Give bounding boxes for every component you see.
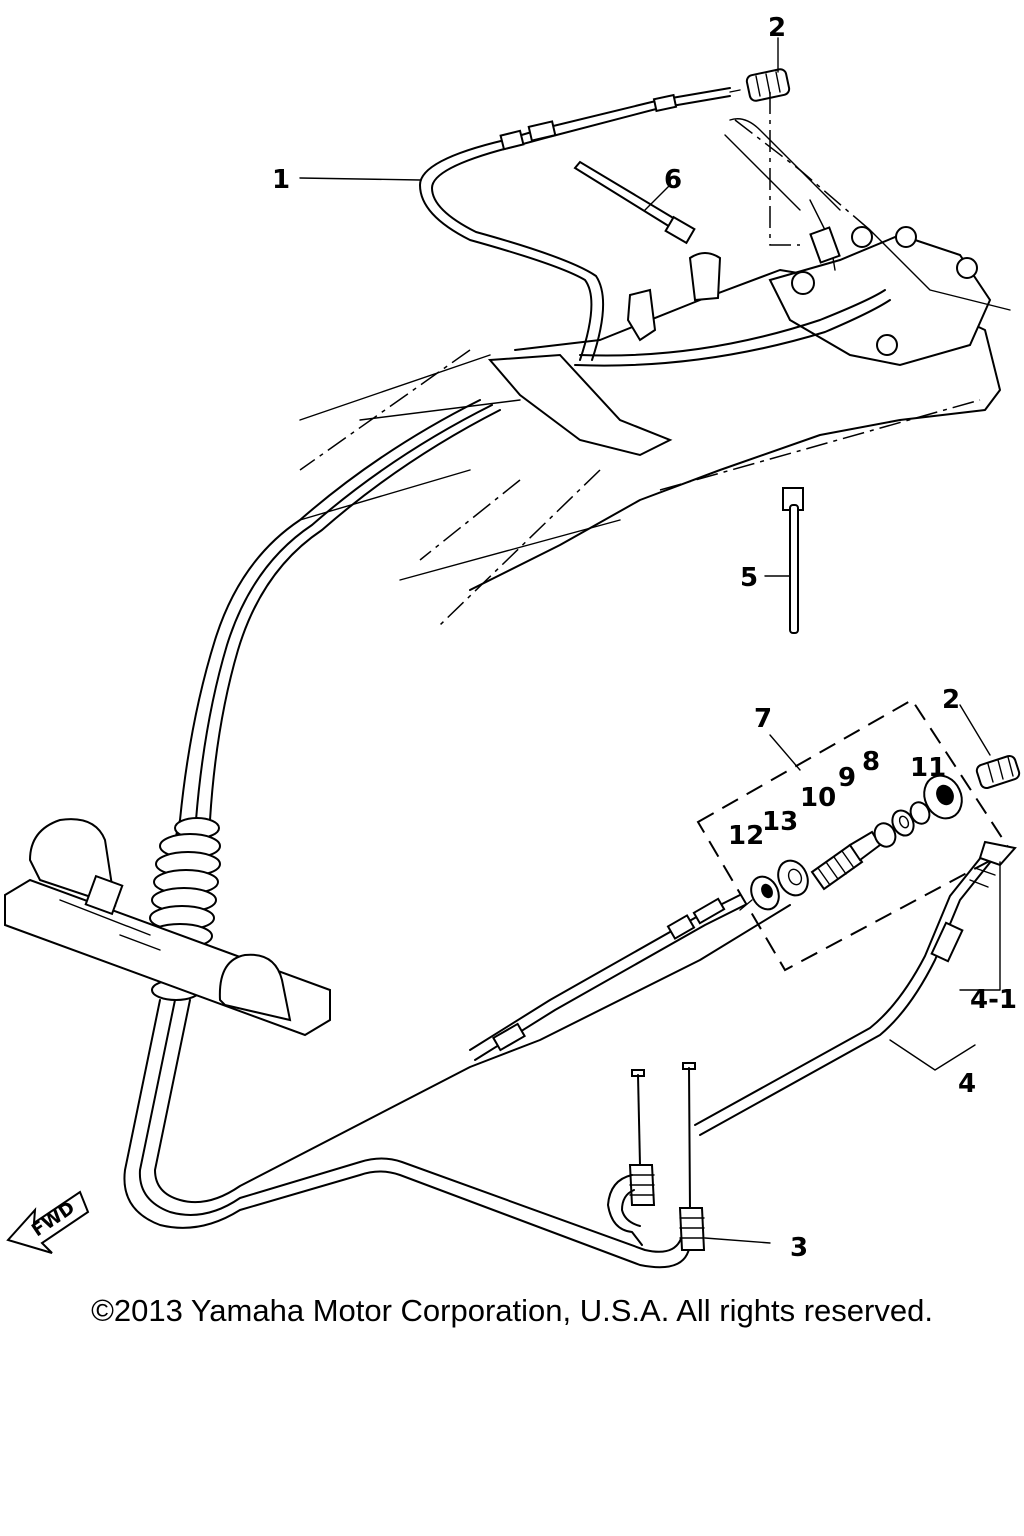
callout-2-lower: 2 <box>942 685 960 715</box>
callout-3: 3 <box>790 1233 808 1263</box>
callout-13: 13 <box>762 807 798 837</box>
nipple-2-lower <box>975 754 1021 790</box>
cable-bundle <box>123 399 791 1269</box>
callout-11: 11 <box>910 753 946 783</box>
cable-4 <box>694 840 1017 1136</box>
callout-5: 5 <box>740 563 758 593</box>
leader-1 <box>299 177 421 181</box>
leader-2-upper <box>769 92 800 246</box>
callout-6: 6 <box>664 165 682 195</box>
callout-1: 1 <box>272 165 290 195</box>
cable-ends-3 <box>607 1062 706 1251</box>
nipple-2-upper <box>745 68 791 102</box>
copyright-notice: ©2013 Yamaha Motor Corporation, U.S.A. A… <box>91 1293 933 1328</box>
cable-assembly-diagram: FWD 1 2 6 5 7 2 11 8 9 10 13 12 4-1 4 3 <box>4 13 1021 1269</box>
strap-5 <box>782 487 804 634</box>
strap-6 <box>573 160 696 245</box>
cable-1 <box>419 87 891 367</box>
callout-9: 9 <box>838 763 856 793</box>
leader-3 <box>704 1237 771 1244</box>
callout-10: 10 <box>800 783 836 813</box>
callout-2-upper: 2 <box>768 13 786 43</box>
fwd-arrow-icon: FWD <box>6 1190 90 1254</box>
mount-bracket <box>4 818 331 1037</box>
leader-4-1 <box>959 861 1001 991</box>
cable-middle <box>469 894 746 1061</box>
leader-6 <box>644 184 671 211</box>
callout-4-1: 4-1 <box>970 985 1017 1015</box>
leader-7 <box>769 734 801 771</box>
kit-parts <box>739 774 963 911</box>
callout-8: 8 <box>862 747 880 777</box>
callout-4: 4 <box>958 1069 976 1099</box>
callout-7: 7 <box>754 704 772 734</box>
leader-2-lower <box>959 704 991 756</box>
callout-12: 12 <box>728 821 764 851</box>
leader-4 <box>889 1039 976 1071</box>
